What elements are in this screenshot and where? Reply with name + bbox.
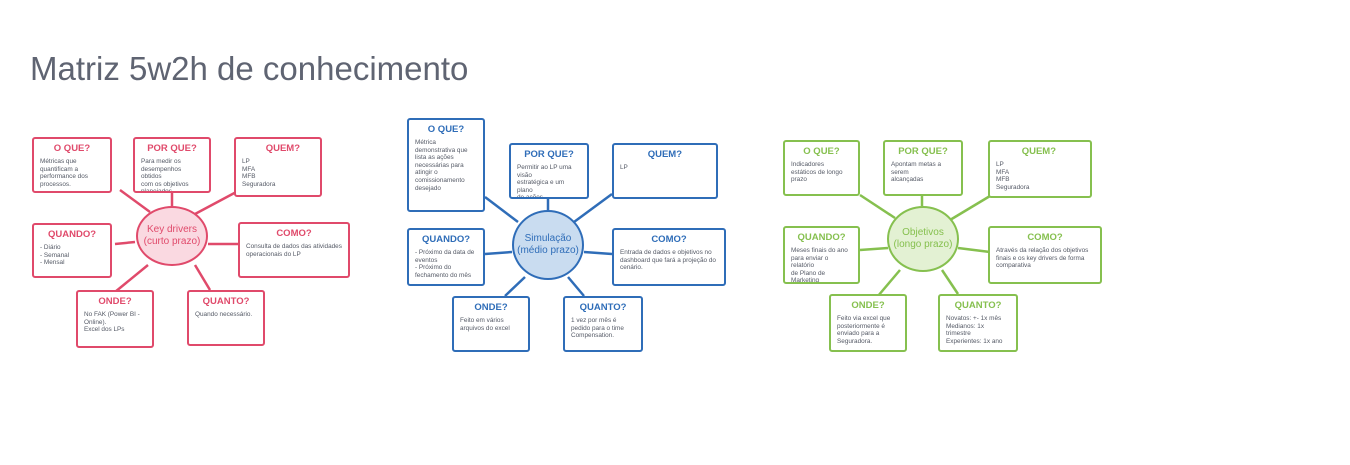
page-title: Matriz 5w2h de conhecimento bbox=[30, 50, 469, 87]
box-onde: ONDE? No FAK (Power BI - Online). Excel … bbox=[76, 290, 154, 348]
box-o-que: O QUE? Métrica demonstrativa que lista a… bbox=[407, 118, 485, 212]
box-heading: COMO? bbox=[651, 234, 687, 245]
box-quem: QUEM? LP bbox=[612, 143, 718, 199]
box-heading: QUEM? bbox=[265, 143, 300, 154]
box-text: No FAK (Power BI - Online). Excel dos LP… bbox=[84, 311, 140, 334]
box-heading: O QUE? bbox=[53, 143, 91, 154]
box-text: Quando necessário. bbox=[195, 311, 253, 318]
box-heading: QUANTO? bbox=[202, 296, 250, 307]
box-text: 1 vez por mês é pedido para o time Compe… bbox=[571, 317, 624, 340]
box-heading: QUEM? bbox=[1021, 146, 1056, 157]
box-text: Novatos: +- 1x mês Medianos: 1x trimestr… bbox=[946, 315, 1003, 345]
box-onde: ONDE? Feito em vários arquivos do excel bbox=[452, 296, 530, 352]
box-heading: QUANTO? bbox=[579, 302, 627, 313]
box-como: COMO? Através da relação dos objetivos f… bbox=[988, 226, 1102, 284]
box-text: LP MFA MFB Seguradora bbox=[242, 158, 276, 188]
box-o-que: O QUE? Métricas que quantificam a perfor… bbox=[32, 137, 112, 193]
box-heading: COMO? bbox=[1027, 232, 1063, 243]
box-text: LP bbox=[620, 164, 628, 171]
box-heading: QUEM? bbox=[647, 149, 682, 160]
box-text: Feito via excel que posteriormente é env… bbox=[837, 315, 891, 345]
box-heading: QUANDO? bbox=[421, 234, 471, 245]
box-por-que: POR QUE? Permitir ao LP uma visão estrat… bbox=[509, 143, 589, 199]
box-text: LP MFA MFB Seguradora bbox=[996, 161, 1030, 191]
box-quando: QUANDO? - Próximo da data de eventos - P… bbox=[407, 228, 485, 286]
box-por-que: POR QUE? Para medir os desempenhos obtid… bbox=[133, 137, 211, 193]
box-heading: POR QUE? bbox=[524, 149, 574, 160]
hub-objetivos: Objetivos (longo prazo) bbox=[887, 206, 959, 272]
box-text: Através da relação dos objetivos finais … bbox=[996, 247, 1089, 270]
box-text: Métricas que quantificam a performance d… bbox=[40, 158, 88, 188]
box-text: Consulta de dados das atividades operaci… bbox=[246, 243, 342, 258]
box-quanto: QUANTO? 1 vez por mês é pedido para o ti… bbox=[563, 296, 643, 352]
box-heading: ONDE? bbox=[851, 300, 885, 311]
box-heading: COMO? bbox=[276, 228, 312, 239]
hub-key-drivers: Key drivers (curto prazo) bbox=[136, 206, 208, 266]
box-heading: QUANDO? bbox=[797, 232, 846, 243]
box-quanto: QUANTO? Novatos: +- 1x mês Medianos: 1x … bbox=[938, 294, 1018, 352]
box-text: Meses finais do ano para enviar o relató… bbox=[791, 247, 848, 284]
box-o-que: O QUE? Indicadores estáticos de longo pr… bbox=[783, 140, 860, 196]
box-text: Para medir os desempenhos obtidos com os… bbox=[141, 158, 189, 193]
box-heading: POR QUE? bbox=[147, 143, 197, 154]
box-quem: QUEM? LP MFA MFB Seguradora bbox=[988, 140, 1092, 198]
box-heading: ONDE? bbox=[474, 302, 508, 313]
box-por-que: POR QUE? Apontam metas a serem alcançada… bbox=[883, 140, 963, 196]
box-text: Entrada de dados e objetivos no dashboar… bbox=[620, 249, 716, 272]
box-onde: ONDE? Feito via excel que posteriormente… bbox=[829, 294, 907, 352]
box-text: - Próximo da data de eventos - Próximo d… bbox=[415, 249, 475, 279]
box-como: COMO? Entrada de dados e objetivos no da… bbox=[612, 228, 726, 286]
box-text: Métrica demonstrativa que lista as ações… bbox=[415, 139, 468, 192]
box-text: Feito em vários arquivos do excel bbox=[460, 317, 510, 332]
box-text: Permitir ao LP uma visão estratégica e u… bbox=[517, 164, 572, 199]
box-heading: O QUE? bbox=[803, 146, 840, 157]
box-como: COMO? Consulta de dados das atividades o… bbox=[238, 222, 350, 278]
box-quando: QUANDO? - Diário - Semanal - Mensal bbox=[32, 223, 112, 278]
box-text: - Diário - Semanal - Mensal bbox=[40, 244, 70, 267]
box-heading: QUANDO? bbox=[47, 229, 97, 240]
box-quando: QUANDO? Meses finais do ano para enviar … bbox=[783, 226, 860, 284]
box-heading: ONDE? bbox=[98, 296, 132, 307]
hub-simulacao: Simulação (médio prazo) bbox=[512, 210, 584, 280]
box-quem: QUEM? LP MFA MFB Seguradora bbox=[234, 137, 322, 197]
box-quanto: QUANTO? Quando necessário. bbox=[187, 290, 265, 346]
box-heading: QUANTO? bbox=[954, 300, 1002, 311]
box-text: Indicadores estáticos de longo prazo bbox=[791, 161, 843, 184]
box-heading: O QUE? bbox=[427, 124, 465, 135]
box-heading: POR QUE? bbox=[898, 146, 948, 157]
box-text: Apontam metas a serem alcançadas bbox=[891, 161, 942, 184]
